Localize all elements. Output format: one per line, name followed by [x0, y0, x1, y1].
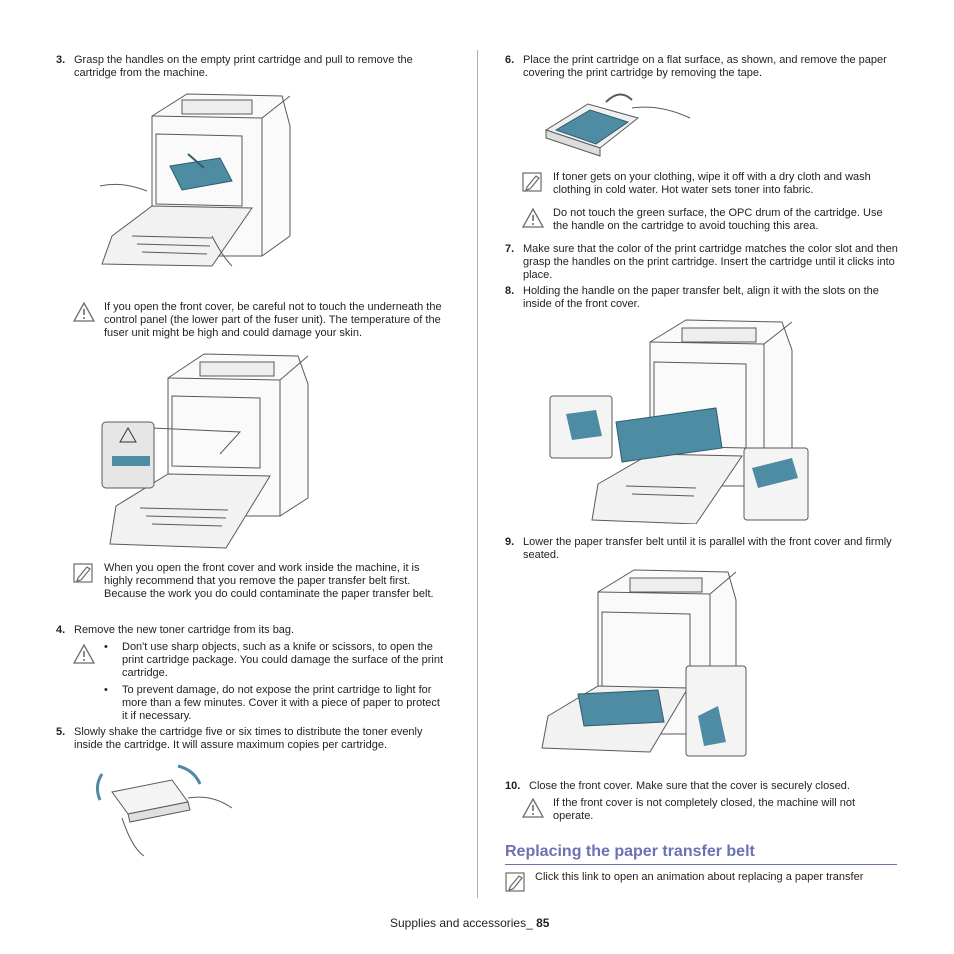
step-number: 8.	[505, 285, 515, 297]
step-number: 3.	[56, 54, 66, 66]
note-pencil-icon	[505, 872, 525, 892]
step-number: 5.	[56, 726, 66, 738]
bullet-mark: •	[104, 641, 108, 653]
step-text: Close the front cover. Make sure that th…	[529, 780, 850, 792]
step-6: 6. Place the print cartridge on a flat s…	[505, 54, 900, 82]
step-number: 6.	[505, 54, 515, 66]
bullet-text: To prevent damage, do not expose the pri…	[122, 684, 440, 722]
step-5: 5. Slowly shake the cartridge five or si…	[56, 726, 456, 754]
page-number: 85	[536, 916, 550, 930]
step-3: 3. Grasp the handles on the empty print …	[56, 54, 456, 82]
caution-opc-drum-text: Do not touch the green surface, the OPC …	[553, 207, 883, 232]
caution-bullet: • To prevent damage, do not expose the p…	[104, 684, 449, 726]
step-text: Remove the new toner cartridge from its …	[74, 624, 295, 636]
footer-label: Supplies and accessories_	[390, 916, 533, 930]
caution-cover-text: If the front cover is not completely clo…	[553, 797, 856, 822]
step-9: 9. Lower the paper transfer belt until i…	[505, 536, 900, 564]
caution-triangle-icon	[522, 208, 544, 228]
step-4: 4. Remove the new toner cartridge from i…	[56, 624, 456, 638]
step-number: 4.	[56, 624, 66, 636]
column-divider	[477, 50, 478, 898]
note-transfer-belt-text: When you open the front cover and work i…	[104, 562, 434, 600]
figure-lower-transfer-belt	[541, 569, 747, 757]
bullet-mark: •	[104, 684, 108, 696]
step-8: 8. Holding the handle on the paper trans…	[505, 285, 900, 313]
note-pencil-icon	[73, 563, 93, 583]
step-number: 10.	[505, 780, 521, 792]
caution-triangle-icon	[522, 798, 544, 818]
step-7: 7. Make sure that the color of the print…	[505, 243, 900, 285]
figure-align-transfer-belt	[549, 319, 809, 524]
step-text: Make sure that the color of the print ca…	[523, 243, 898, 281]
step-text: Place the print cartridge on a flat surf…	[523, 54, 887, 79]
step-number: 9.	[505, 536, 515, 548]
note-toner-clothing-text: If toner gets on your clothing, wipe it …	[553, 171, 871, 196]
figure-fuser-warning	[101, 353, 309, 549]
figure-remove-cartridge	[99, 93, 291, 267]
caution-bullet: • Don't use sharp objects, such as a kni…	[104, 641, 449, 683]
figure-shake-cartridge	[95, 764, 233, 857]
section-heading: Replacing the paper transfer belt	[505, 843, 755, 860]
heading-rule	[505, 864, 897, 865]
caution-triangle-icon	[73, 302, 95, 322]
step-text: Holding the handle on the paper transfer…	[523, 285, 879, 310]
step-text: Slowly shake the cartridge five or six t…	[74, 726, 423, 751]
page-footer: Supplies and accessories_ 85	[390, 916, 549, 930]
caution-fuser-text: If you open the front cover, be careful …	[104, 301, 442, 339]
figure-remove-paper-cover	[544, 93, 691, 157]
bullet-text: Don't use sharp objects, such as a knife…	[122, 641, 444, 679]
caution-triangle-icon	[73, 644, 95, 664]
step-text: Grasp the handles on the empty print car…	[74, 54, 413, 79]
animation-link[interactable]: Click this link to open an animation abo…	[535, 871, 864, 883]
step-text: Lower the paper transfer belt until it i…	[523, 536, 892, 561]
step-number: 7.	[505, 243, 515, 255]
note-pencil-icon	[522, 172, 542, 192]
step-10: 10. Close the front cover. Make sure tha…	[505, 780, 900, 794]
